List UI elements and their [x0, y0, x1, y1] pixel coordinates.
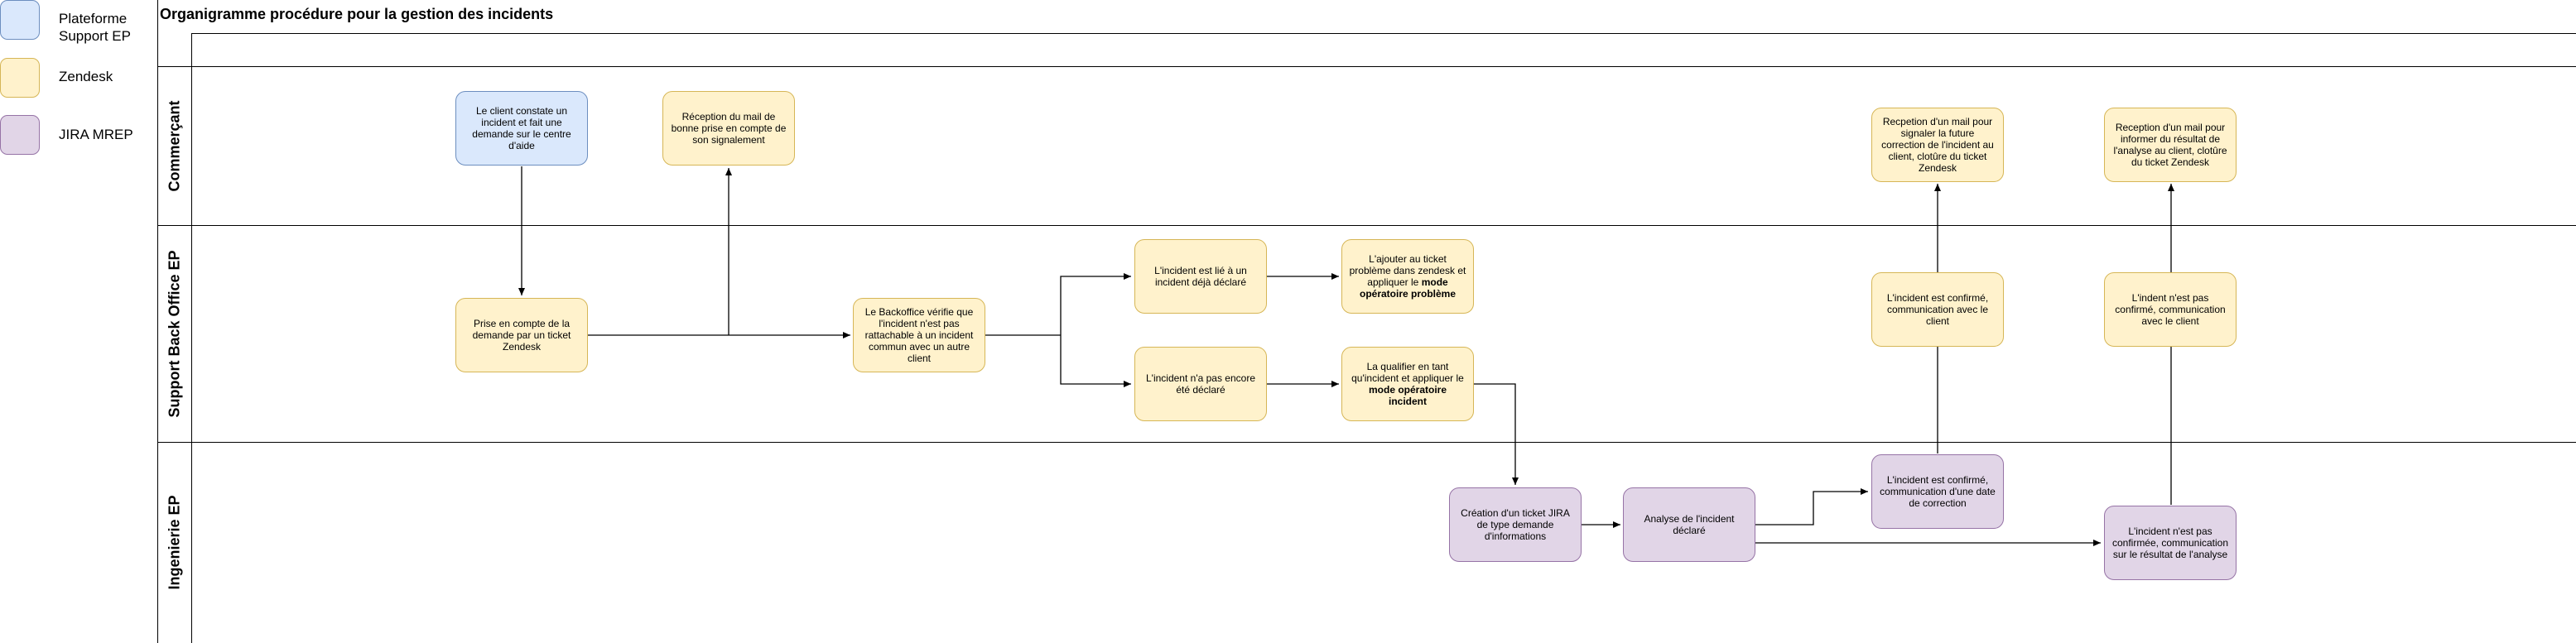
legend-swatch-zendesk — [0, 58, 40, 98]
node-analyse: Analyse de l'incident déclaré — [1623, 487, 1755, 562]
node-pas-declare: L'incident n'a pas encore été déclaré — [1134, 347, 1267, 421]
node-reception-correction: Recpetion d'un mail pour signaler la fut… — [1871, 108, 2004, 182]
lane-header-column — [157, 33, 192, 643]
node-qualifier: La qualifier en tant qu'incident et appl… — [1341, 347, 1474, 421]
legend-swatch-jira — [0, 115, 40, 155]
legend-swatch-support — [0, 0, 40, 40]
node-prise-en-compte: Prise en compte de la demande par un tic… — [455, 298, 588, 372]
edge-analyse-to-confirme — [1755, 488, 1868, 525]
legend-label-zendesk: Zendesk — [59, 69, 113, 84]
legend-label-jira: JIRA MREP — [59, 127, 133, 142]
node-creation-jira: Création d'un ticket JIRA de type demand… — [1449, 487, 1582, 562]
node-lie-incident: L'incident est lié à un incident déjà dé… — [1134, 239, 1267, 314]
legend-label-support: Plateforme Support EP — [59, 11, 131, 44]
node-non-confirme-analyse: L'incident n'est pas confirmée, communic… — [2104, 506, 2237, 580]
node-confirme-date: L'incident est confirmé, communication d… — [1871, 454, 2004, 529]
edge-qualifier-to-jira — [1474, 383, 1519, 485]
edge-to-pas-declare — [1060, 335, 1131, 387]
node-backoffice-verifie: Le Backoffice vérifie que l'incident n'e… — [853, 298, 985, 372]
node-reception-mail: Réception du mail de bonne prise en comp… — [662, 91, 795, 166]
node-client-constate: Le client constate un incident et fait u… — [455, 91, 588, 166]
node-reception-analyse: Reception d'un mail pour informer du rés… — [2104, 108, 2237, 182]
edge-to-lie-incident — [1060, 273, 1131, 335]
node-non-confirme-client: L'indent n'est pas confirmé, communicati… — [2104, 272, 2237, 347]
node-ajouter-ticket: L'ajouter au ticket problème dans zendes… — [1341, 239, 1474, 314]
node-confirme-client: L'incident est confirmé, communication a… — [1871, 272, 2004, 347]
diagram-title: Organigramme procédure pour la gestion d… — [160, 6, 554, 22]
